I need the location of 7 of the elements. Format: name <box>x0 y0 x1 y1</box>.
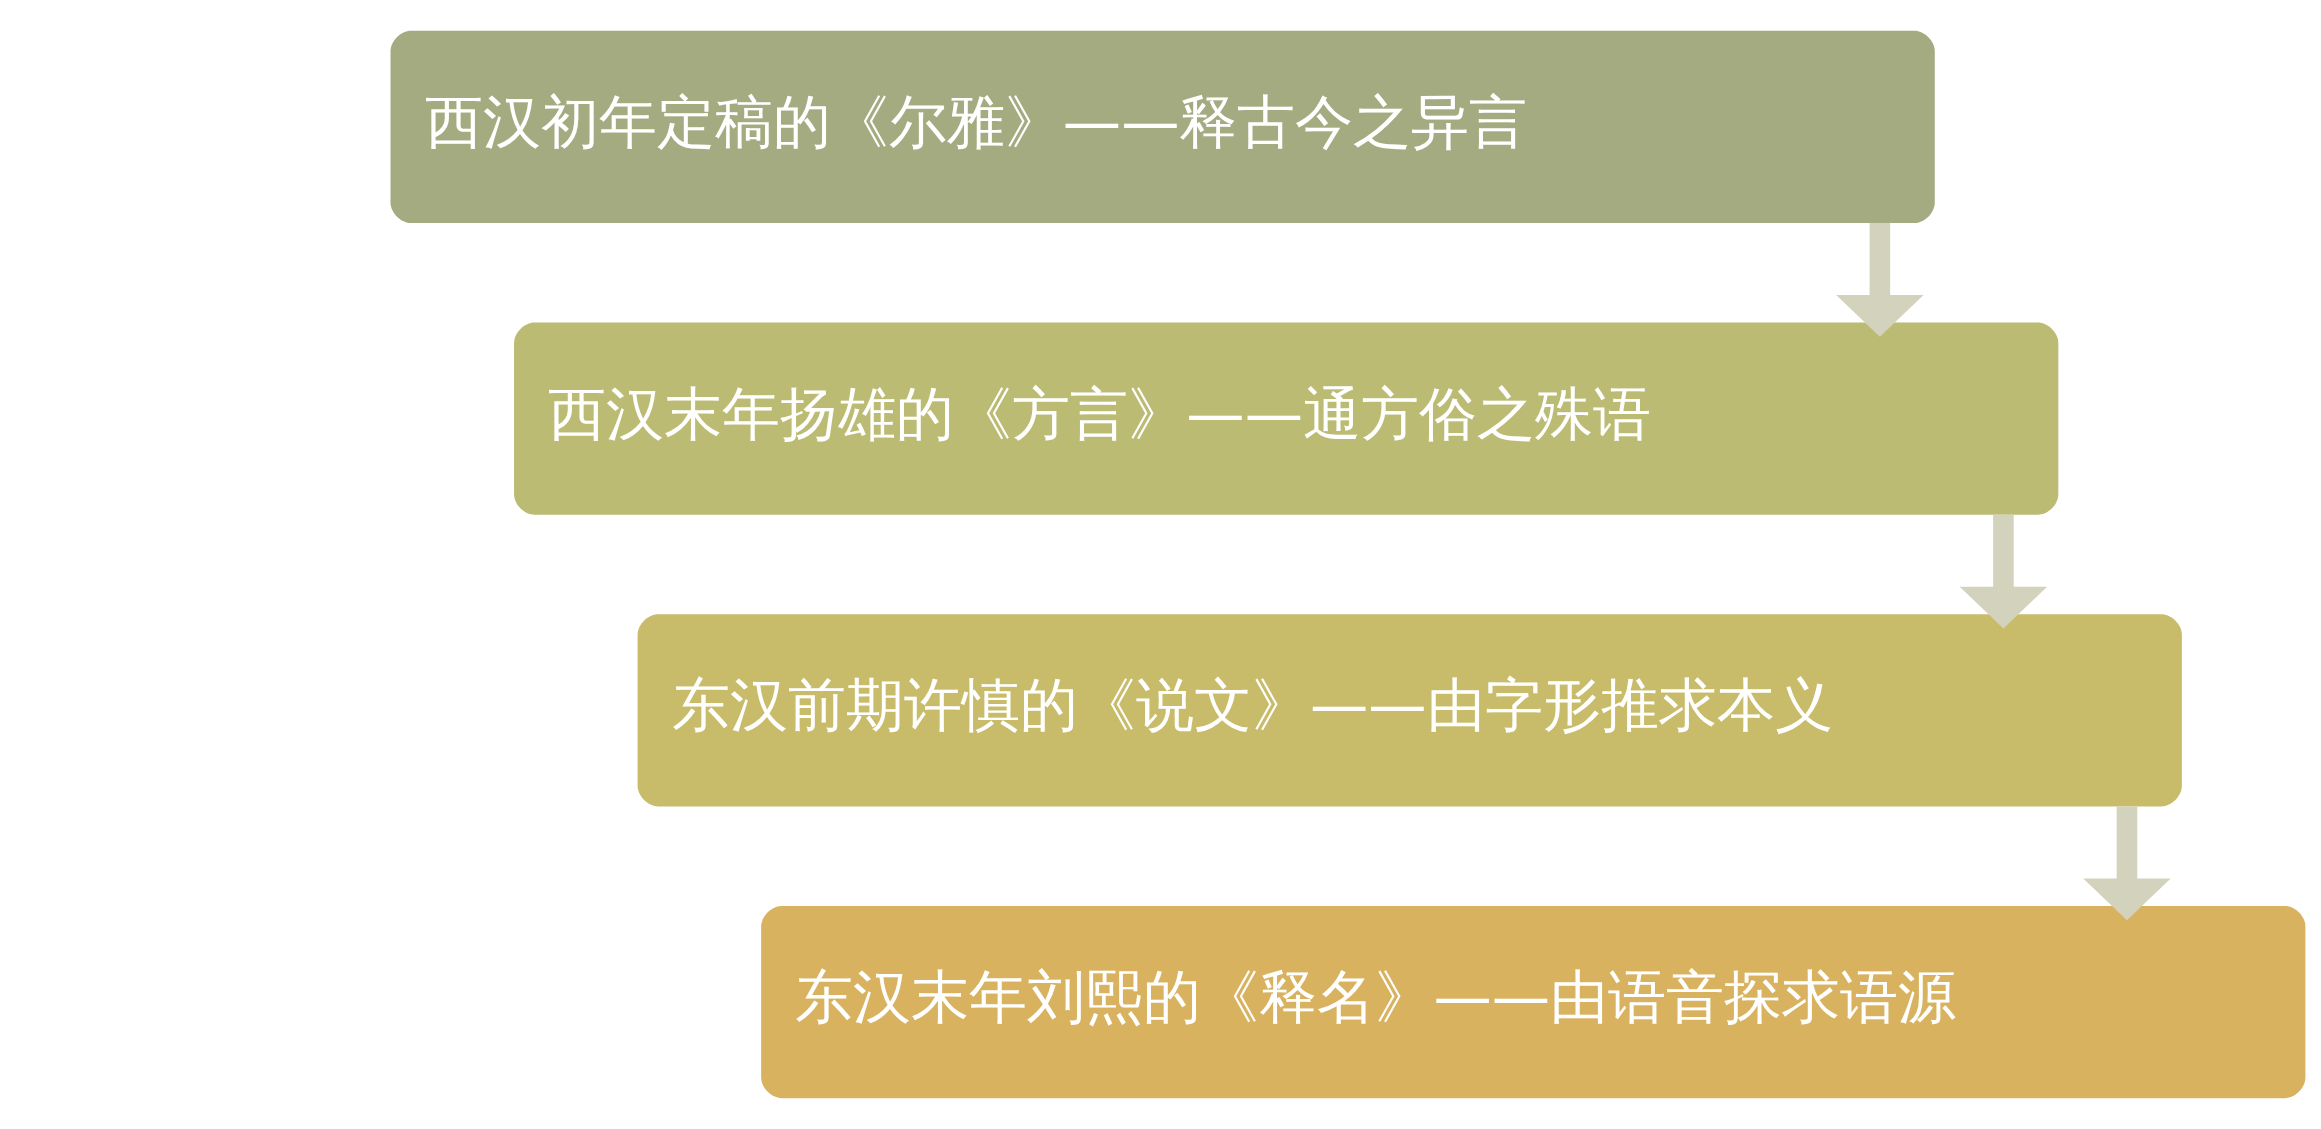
node-box: 西汉初年定稿的《尔雅》——释古今之异言 <box>390 30 1935 224</box>
arrow <box>1959 514 2048 629</box>
node-box: 西汉末年扬雄的《方言》——通方俗之殊语 <box>514 322 2059 515</box>
node-box: 东汉末年刘熙的《释名》——由语音探求语源 <box>761 905 2306 1099</box>
arrow <box>1836 223 1924 337</box>
node-box: 东汉前期许慎的《说文》——由字形推求本义 <box>637 614 2182 807</box>
arrow <box>2083 806 2171 921</box>
